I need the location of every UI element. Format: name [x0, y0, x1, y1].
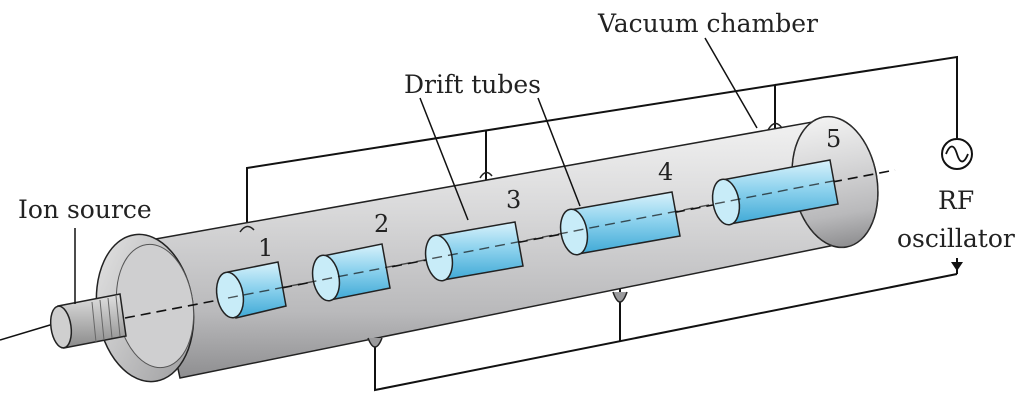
feedthrough-4	[612, 291, 628, 303]
oscillator-label: oscillator	[897, 224, 1015, 253]
feedthrough-1	[239, 225, 255, 233]
drift-tube-5	[711, 159, 839, 226]
vacuum-chamber-leader	[704, 37, 758, 129]
ion-source-label: Ion source	[18, 195, 152, 224]
feedthrough-3	[479, 171, 493, 179]
tube-number-4: 4	[658, 158, 673, 186]
drift-tubes-leader-a	[419, 97, 469, 221]
tube-number-5: 5	[826, 125, 841, 153]
drift-tubes-label: Drift tubes	[404, 70, 541, 99]
ion-source-ridges	[91, 295, 121, 343]
tube-number-2: 2	[374, 210, 389, 238]
feedthrough-2	[367, 337, 383, 348]
drift-tube-4	[559, 191, 681, 256]
drift-tubes-group	[215, 159, 839, 319]
rf-top-wire	[774, 55, 958, 138]
tube-number-1: 1	[258, 234, 273, 262]
tube-number-3: 3	[506, 186, 521, 214]
vacuum-chamber-label: Vacuum chamber	[597, 9, 818, 38]
rf-oscillator	[941, 138, 973, 170]
sine-wave-icon	[945, 145, 969, 163]
drift-tube-1	[215, 261, 287, 319]
rf-arrow-icon	[951, 262, 963, 271]
upper-bus-wire	[246, 83, 776, 232]
drift-tubes-leader-b	[537, 97, 581, 207]
ion-source	[49, 293, 127, 349]
beam-axis-inside	[227, 179, 839, 299]
chamber-right-cap-dashed	[791, 115, 879, 249]
ion-source-face	[49, 305, 73, 349]
feedthrough-5	[767, 122, 783, 131]
drift-tube-2	[311, 243, 391, 302]
rf-label: RF	[938, 186, 974, 215]
drift-tube-3	[424, 221, 524, 282]
